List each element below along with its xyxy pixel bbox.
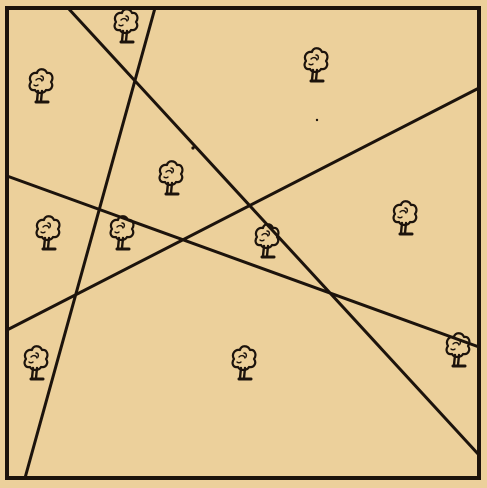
tree-icon — [394, 201, 417, 234]
tree-icon — [233, 346, 256, 379]
fence-line — [7, 88, 479, 330]
ink-speck — [191, 146, 194, 149]
field-border — [7, 8, 479, 478]
tree-icon — [256, 224, 279, 257]
tree-icon — [25, 346, 48, 379]
ink-speck — [316, 119, 318, 121]
tree-icon — [160, 161, 183, 194]
tree-icon — [305, 48, 328, 81]
tree-icon — [30, 69, 53, 102]
tree-icon — [37, 216, 60, 249]
tree-icon — [115, 9, 138, 42]
fence-line — [68, 8, 479, 455]
